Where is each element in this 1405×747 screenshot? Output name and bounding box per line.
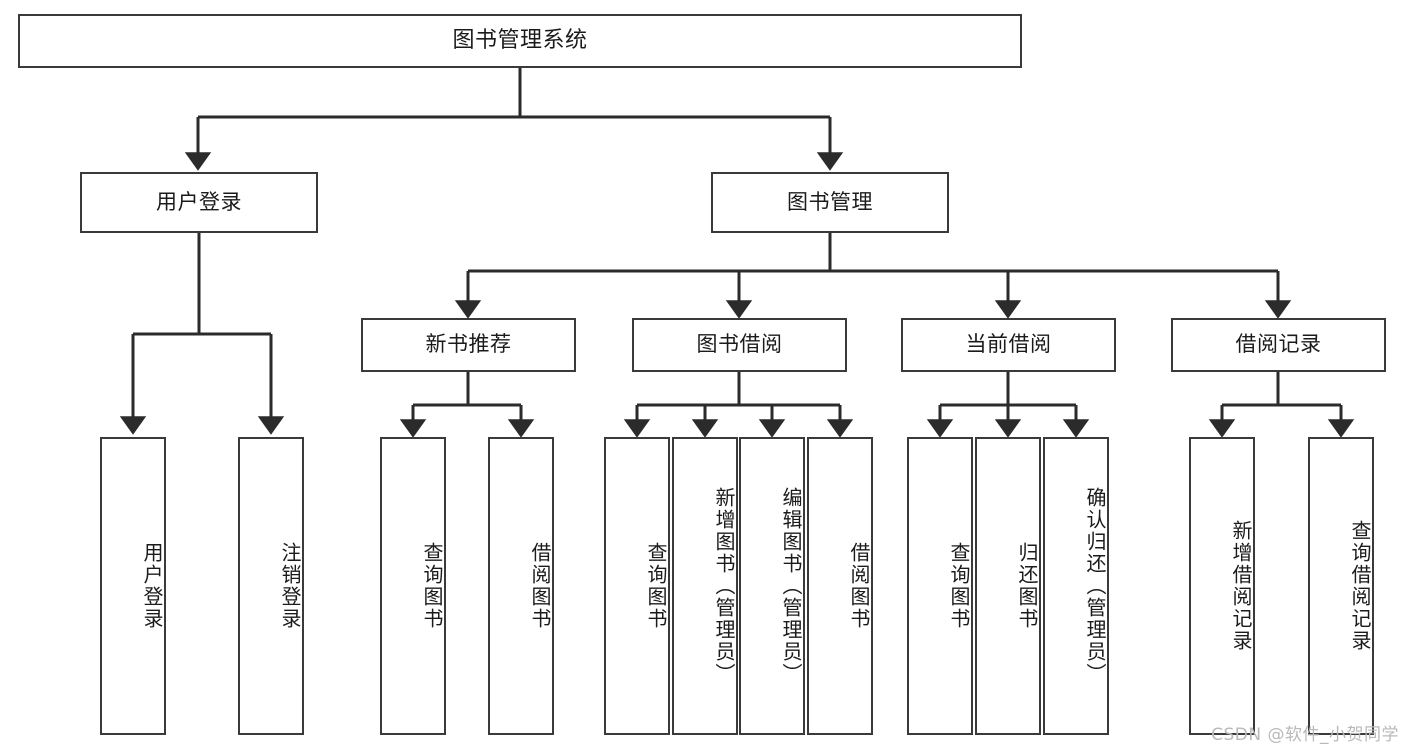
leaf-confirm-return[interactable]: 确认归还（管理员） <box>1043 437 1109 735</box>
leaf-user-login-label: 用户登录 <box>140 542 164 630</box>
node-user-login[interactable]: 用户登录 <box>80 172 318 233</box>
node-borrow-record[interactable]: 借阅记录 <box>1171 318 1386 372</box>
node-book-management-label: 图书管理 <box>787 189 873 214</box>
leaf-query-book-2[interactable]: 查询图书 <box>604 437 670 735</box>
node-user-login-label: 用户登录 <box>156 189 242 214</box>
leaf-add-borrow-record[interactable]: 新增借阅记录 <box>1189 437 1255 735</box>
csdn-watermark: CSDN @软件_小贺同学 <box>1211 725 1399 745</box>
node-root[interactable]: 图书管理系统 <box>18 14 1022 68</box>
leaf-query-borrow-record-label: 查询借阅记录 <box>1348 520 1372 652</box>
leaf-user-login[interactable]: 用户登录 <box>100 437 166 735</box>
leaf-query-book-1-label: 查询图书 <box>420 542 444 630</box>
leaf-query-book-3[interactable]: 查询图书 <box>907 437 973 735</box>
leaf-add-borrow-record-label: 新增借阅记录 <box>1229 520 1253 652</box>
leaf-borrow-book-2[interactable]: 借阅图书 <box>807 437 873 735</box>
leaf-query-book-1[interactable]: 查询图书 <box>380 437 446 735</box>
leaf-return-book[interactable]: 归还图书 <box>975 437 1041 735</box>
leaf-borrow-book-1-label: 借阅图书 <box>528 542 552 630</box>
node-current-borrow[interactable]: 当前借阅 <box>901 318 1116 372</box>
node-root-label: 图书管理系统 <box>452 27 588 53</box>
leaf-edit-book-label: 编辑图书（管理员） <box>779 487 803 685</box>
leaf-borrow-book-1[interactable]: 借阅图书 <box>488 437 554 735</box>
node-current-borrow-label: 当前借阅 <box>965 332 1052 357</box>
leaf-edit-book[interactable]: 编辑图书（管理员） <box>739 437 805 735</box>
node-book-borrow-label: 图书借阅 <box>696 332 783 357</box>
leaf-add-book[interactable]: 新增图书（管理员） <box>672 437 738 735</box>
leaf-query-borrow-record[interactable]: 查询借阅记录 <box>1308 437 1374 735</box>
leaf-add-book-label: 新增图书（管理员） <box>712 487 736 685</box>
node-new-book-recommend-label: 新书推荐 <box>425 332 512 357</box>
node-book-management[interactable]: 图书管理 <box>711 172 949 233</box>
leaf-borrow-book-2-label: 借阅图书 <box>847 542 871 630</box>
node-book-borrow[interactable]: 图书借阅 <box>632 318 847 372</box>
node-new-book-recommend[interactable]: 新书推荐 <box>361 318 576 372</box>
node-borrow-record-label: 借阅记录 <box>1235 332 1322 357</box>
leaf-return-book-label: 归还图书 <box>1015 542 1039 630</box>
leaf-logout-label: 注销登录 <box>278 542 302 630</box>
leaf-logout[interactable]: 注销登录 <box>238 437 304 735</box>
leaf-confirm-return-label: 确认归还（管理员） <box>1083 487 1107 685</box>
leaf-query-book-3-label: 查询图书 <box>947 542 971 630</box>
leaf-query-book-2-label: 查询图书 <box>644 542 668 630</box>
